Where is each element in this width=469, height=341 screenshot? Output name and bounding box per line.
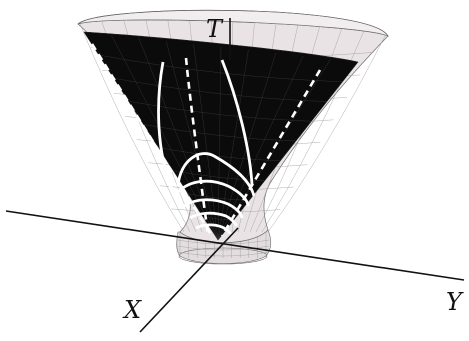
null-lines: [90, 43, 322, 237]
mesh-neck-ring: [177, 245, 270, 251]
null-line-center: [184, 57, 210, 236]
curve-arc-2: [177, 179, 250, 207]
curve-arc-5: [195, 223, 232, 235]
top-rim: [77, 9, 389, 37]
mesh-inner-ray: [111, 34, 219, 241]
mesh-neck-ring: [177, 251, 270, 257]
curve-left-vertical: [157, 61, 174, 191]
x-axis-label: X: [122, 296, 142, 324]
mesh-meridian: [255, 27, 343, 233]
mesh-inner-ring: [128, 101, 312, 122]
axes: [5, 18, 465, 333]
mesh-inner-ray: [217, 46, 222, 241]
horizontal-axis-y: [5, 210, 465, 281]
curve-arc-1: [176, 152, 256, 197]
mesh-inner-ring: [98, 54, 343, 82]
y-axis-label: Y: [446, 288, 464, 316]
null-line-left: [90, 43, 214, 237]
mesh-inner-ring: [143, 124, 296, 142]
mesh-inner-ray: [217, 49, 249, 241]
curve-arc-3: [183, 198, 244, 219]
mesh-inner-ring: [158, 147, 281, 162]
null-line-right: [220, 69, 322, 237]
curve-arc-4: [189, 211, 238, 227]
mesh-meridian: [79, 23, 185, 233]
mesh-inner-ray: [193, 43, 219, 241]
mesh-inner-ray: [217, 55, 304, 241]
mesh-meridian: [261, 30, 365, 233]
mesh-inner-ray: [166, 40, 219, 241]
curve-right-vertical: [220, 59, 254, 186]
light-cone-interior: [83, 31, 359, 241]
mesh-inner-ring: [113, 78, 327, 102]
axis-x: [139, 227, 239, 333]
geodesic-curves: [157, 59, 256, 235]
mesh-meridian: [267, 33, 387, 233]
t-axis-label: T: [206, 15, 224, 43]
